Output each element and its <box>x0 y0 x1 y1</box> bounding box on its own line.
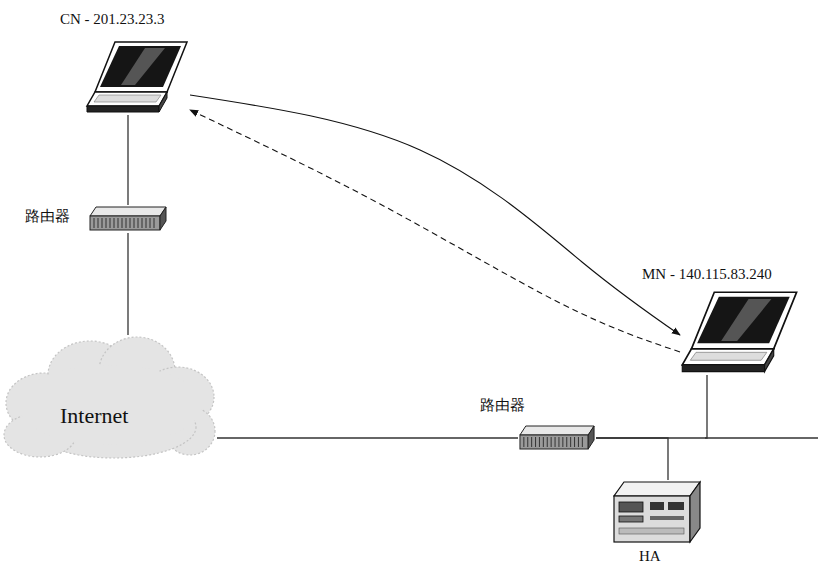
node-label: MN - 140.115.83.240 <box>642 266 772 283</box>
router-icon <box>518 424 596 452</box>
icon-part <box>619 516 643 522</box>
icon-part <box>690 482 700 542</box>
icon-part <box>121 48 165 85</box>
icon-part <box>614 496 690 542</box>
icon-part <box>520 426 594 435</box>
node-label: Internet <box>60 403 128 428</box>
node-label: HA <box>639 548 661 565</box>
router-icon <box>88 205 168 233</box>
network-link <box>596 438 668 480</box>
network-link <box>217 437 518 438</box>
icon-part <box>94 218 154 228</box>
network-link <box>127 233 128 335</box>
icon-part <box>94 95 161 102</box>
message-flow <box>190 95 680 335</box>
router: 路由器 <box>88 205 168 233</box>
message-flow <box>190 110 680 352</box>
icon-part <box>87 92 167 106</box>
icon-part <box>95 42 187 92</box>
router: 路由器 <box>518 424 596 452</box>
node-label: CN - 201.23.23.3 <box>60 11 165 28</box>
icon-part <box>524 437 583 447</box>
icon-part <box>682 365 764 372</box>
laptop-icon <box>85 40 190 115</box>
icon-part <box>4 337 215 458</box>
icon-part <box>668 502 684 510</box>
icon-part <box>721 299 771 341</box>
home-agent-device <box>610 480 702 545</box>
node-label: 路由器 <box>480 397 525 414</box>
icon-part <box>588 426 594 449</box>
icon-part <box>90 216 160 230</box>
icon-part <box>691 292 796 349</box>
icon-part <box>90 207 166 216</box>
icon-part <box>520 435 588 449</box>
icon-part <box>697 297 790 343</box>
icon-part <box>650 516 684 520</box>
mobile-node: MN - 140.115.83.240 <box>680 290 800 375</box>
icon-part <box>18 365 202 445</box>
icon-part <box>159 92 167 112</box>
icon-part <box>619 502 643 512</box>
icon-part <box>614 482 700 496</box>
network-link <box>596 375 707 438</box>
icon-part <box>619 528 684 534</box>
network-bus <box>705 437 818 438</box>
node-label: 路由器 <box>25 208 70 225</box>
icon-part <box>100 46 181 87</box>
icon-part <box>650 502 664 510</box>
internet-cloud <box>2 335 217 460</box>
icon-part <box>160 207 166 230</box>
internet-cloud: Internet <box>2 335 217 460</box>
laptop-icon <box>680 290 800 375</box>
home-agent: HA <box>610 480 702 545</box>
icon-part <box>690 352 767 360</box>
icon-part <box>682 349 773 365</box>
network-link <box>127 115 128 205</box>
icon-part <box>765 349 774 372</box>
icon-part <box>87 106 159 112</box>
correspondent-node: CN - 201.23.23.3 <box>85 40 190 115</box>
